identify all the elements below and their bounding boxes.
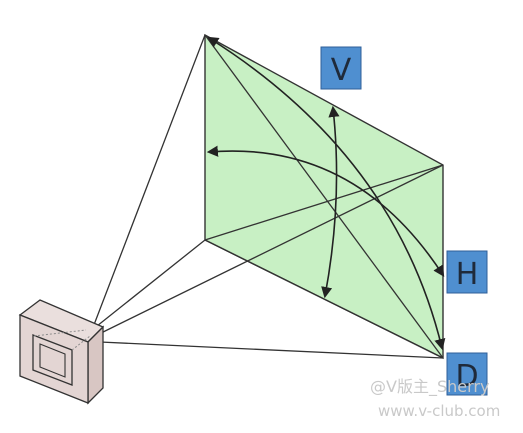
watermark-line-1: @V版主_Sherry bbox=[370, 377, 489, 397]
vertical-label-text: V bbox=[331, 53, 352, 88]
camera-icon bbox=[18, 299, 105, 405]
horizontal-label: H bbox=[446, 250, 488, 294]
diagonal-label: D bbox=[446, 352, 488, 396]
diagonal-label-text: D bbox=[455, 359, 478, 394]
diagonal-angle-arc bbox=[207, 36, 446, 351]
watermark: @V版主_Sherry www.v-club.com bbox=[370, 377, 500, 420]
angle-arcs bbox=[206, 36, 446, 351]
vertical-label: V bbox=[320, 46, 362, 90]
watermark-line-2: www.v-club.com bbox=[378, 402, 500, 420]
horizontal-label-text: H bbox=[456, 257, 479, 292]
